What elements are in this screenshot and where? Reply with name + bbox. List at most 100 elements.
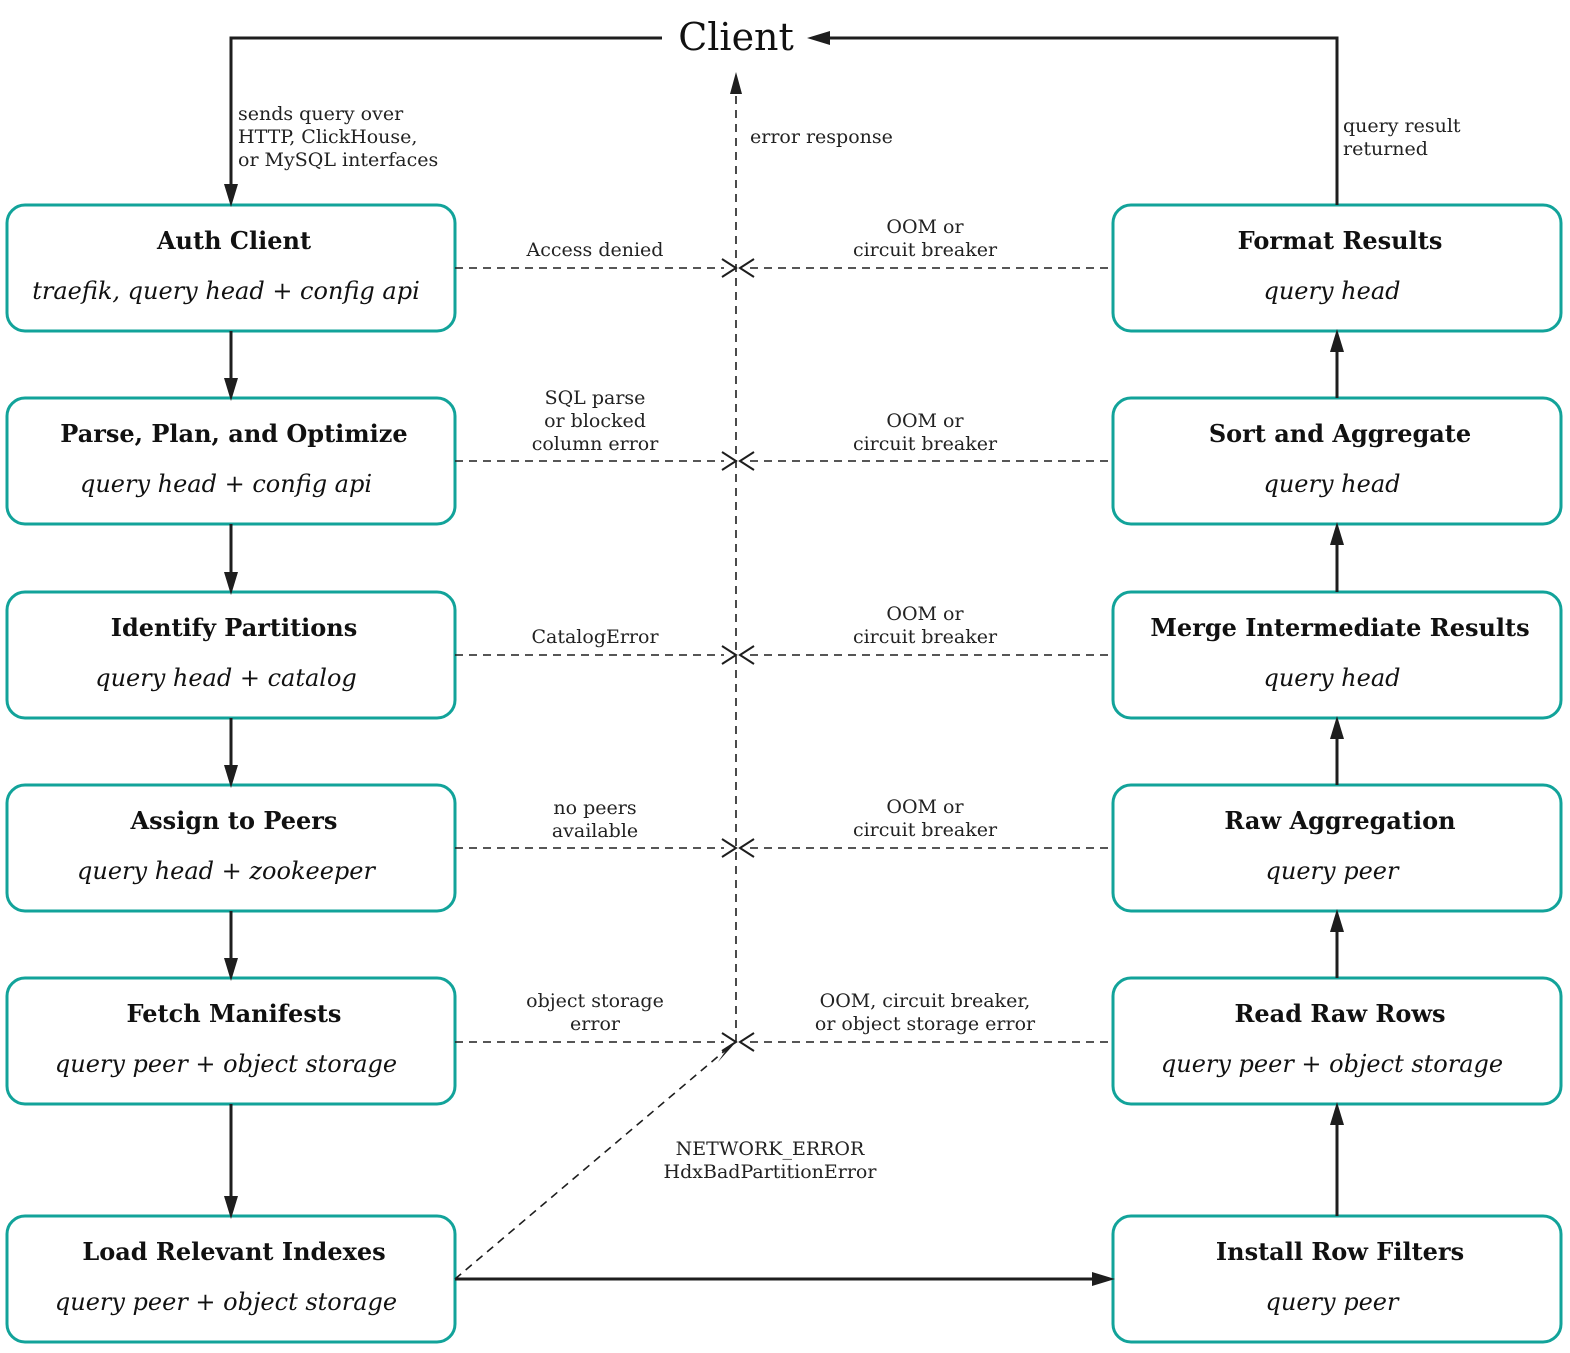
node-format-results: Format Results query head [1111,203,1563,333]
edge-format-error [738,258,1108,278]
node-fetch-manifests: Fetch Manifests query peer + object stor… [5,976,457,1106]
label-line: error [570,1013,621,1035]
label-catalog-error: CatalogError [531,626,659,648]
node-title: Sort and Aggregate [1209,419,1471,448]
node-subtitle: query head [1263,277,1400,305]
edge-manifests-to-indexes [224,1104,238,1219]
node-title: Read Raw Rows [1234,999,1445,1028]
label-line: or blocked [544,410,646,432]
label-line: or MySQL interfaces [238,149,438,171]
edge-auth-error [455,258,738,278]
edge-merge-error [738,645,1108,665]
node-title: Raw Aggregation [1224,806,1455,835]
edge-auth-to-parse [224,331,238,401]
label-oom-rawrows: OOM, circuit breaker,or object storage e… [815,990,1036,1035]
edge-indexes-to-filters [455,1272,1115,1286]
node-assign-to-peers: Assign to Peers query head + zookeeper [5,783,457,913]
node-merge-intermediate-results: Merge Intermediate Results query head [1111,590,1563,720]
edge-merge-to-sort [1330,522,1344,592]
label-line: sends query over [238,103,404,125]
node-sort-and-aggregate: Sort and Aggregate query head [1111,396,1563,526]
label-line: query result [1343,115,1461,137]
node-parse-plan-optimize: Parse, Plan, and Optimize query head + c… [5,396,457,526]
label-line: circuit breaker [853,433,998,455]
edge-rawagg-to-merge [1330,716,1344,785]
label-line: returned [1343,138,1428,160]
node-subtitle: query head + catalog [95,664,357,692]
node-identify-partitions: Identify Partitions query head + catalog [5,590,457,720]
node-title: Auth Client [156,226,311,255]
node-title: Assign to Peers [130,806,338,835]
node-title: Fetch Manifests [127,999,342,1028]
label-line: Access denied [526,239,664,261]
node-title: Load Relevant Indexes [82,1237,385,1266]
label-line: NETWORK_ERROR [676,1138,865,1160]
label-line: OOM, circuit breaker, [820,990,1031,1012]
label-access-denied: Access denied [526,239,664,261]
label-line: circuit breaker [853,626,998,648]
label-line: OOM or [886,410,964,432]
label-error-response: error response [750,126,893,148]
edge-peers-error [455,838,738,858]
label-line: OOM or [886,216,964,238]
edge-partitions-error [455,645,738,665]
edge-sort-to-format [1330,329,1344,398]
edge-partitions-to-peers [224,718,238,788]
label-line: CatalogError [531,626,659,648]
node-read-raw-rows: Read Raw Rows query peer + object storag… [1111,976,1563,1106]
node-subtitle: traefik, query head + config api [32,277,420,305]
label-line: SQL parse [545,387,646,409]
label-line: HTTP, ClickHouse, [238,126,417,148]
label-line: circuit breaker [853,239,998,261]
label-line: column error [532,433,660,455]
label-line: HdxBadPartitionError [664,1161,878,1183]
label-line: OOM or [886,603,964,625]
node-subtitle: query head [1263,664,1400,692]
edge-parse-to-partitions [224,524,238,595]
client-label: Client [678,15,794,59]
label-line: object storage [526,990,664,1012]
node-auth-client: Auth Client traefik, query head + config… [5,203,457,333]
label-line: no peers [553,797,636,819]
node-subtitle: query head + zookeeper [77,857,376,885]
node-subtitle: query peer + object storage [55,1050,397,1078]
node-install-row-filters: Install Row Filters query peer [1111,1214,1563,1344]
node-title: Parse, Plan, and Optimize [60,419,407,448]
edge-indexes-error [454,1042,736,1280]
edge-parse-error [455,451,738,471]
node-subtitle: query head [1263,470,1400,498]
edge-rawrows-error [738,1032,1108,1052]
node-title: Merge Intermediate Results [1150,613,1529,642]
node-subtitle: query peer + object storage [1161,1050,1503,1078]
edge-sort-error [738,451,1108,471]
label-line: available [552,820,638,842]
label-line: OOM or [886,796,964,818]
edge-manifests-error [455,1032,738,1052]
edge-rawrows-to-rawagg [1330,909,1344,978]
edge-error-response [730,72,742,1042]
node-title: Identify Partitions [111,613,358,642]
edge-filters-to-rawrows [1330,1102,1344,1216]
node-title: Format Results [1238,226,1443,255]
label-line: error response [750,126,893,148]
edge-client-to-auth [224,36,662,207]
edge-rawagg-error [738,838,1108,858]
node-subtitle: query peer [1266,857,1400,885]
node-raw-aggregation: Raw Aggregation query peer [1111,783,1563,913]
edge-peers-to-manifests [224,911,238,981]
node-subtitle: query peer + object storage [55,1288,397,1316]
label-line: circuit breaker [853,819,998,841]
node-subtitle: query peer [1266,1288,1400,1316]
node-subtitle: query head + config api [80,470,372,498]
label-line: or object storage error [815,1013,1036,1035]
